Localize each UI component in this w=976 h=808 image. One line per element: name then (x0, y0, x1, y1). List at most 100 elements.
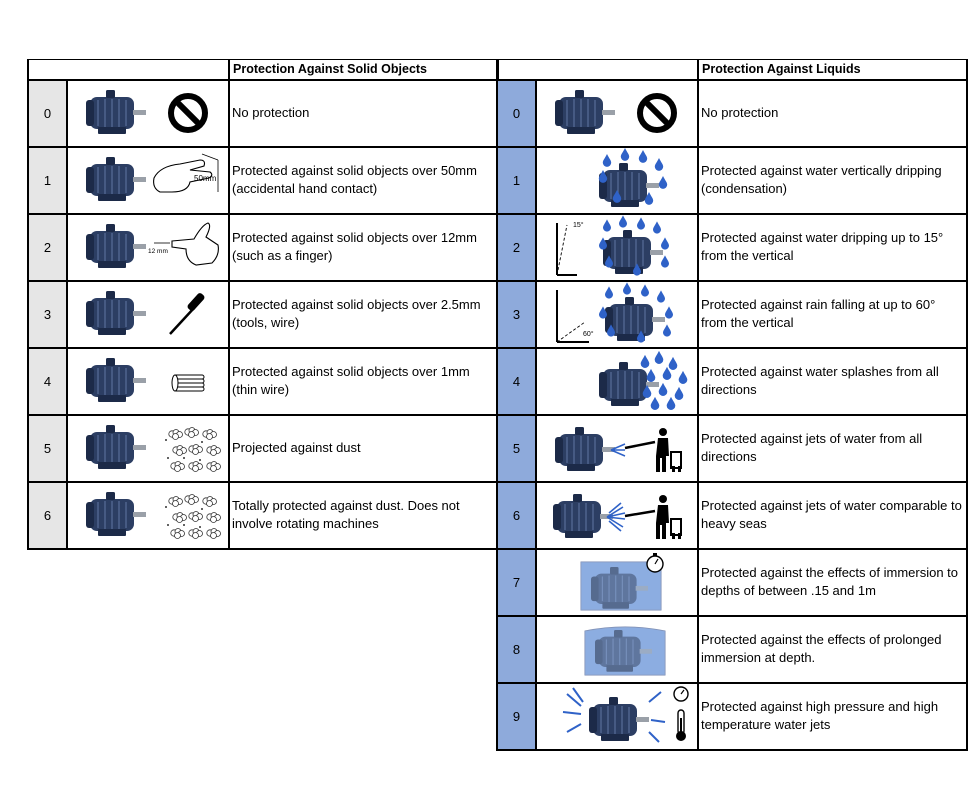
ip-code: 1 (27, 145, 68, 215)
ip-code: 0 (27, 78, 68, 148)
liquids-title: Protection Against Liquids (697, 59, 968, 81)
finger-icon: 12 mm (86, 222, 219, 268)
high-pressure-temp-icon (562, 686, 689, 743)
ip-description: No protection (697, 78, 968, 148)
solids-title: Protection Against Solid Objects (228, 59, 499, 81)
ip-description: Protected against rain falling at up to … (697, 279, 968, 349)
angle-60-rain-icon: 60° (556, 282, 673, 343)
powerful-jet-icon (553, 494, 682, 539)
ip-description: Protected against jets of water comparab… (697, 480, 968, 550)
no-entry-symbol (168, 93, 208, 133)
ip-illustration (535, 413, 699, 483)
ip-description: Protected against solid objects over 1mm… (228, 346, 499, 416)
ip-code: 5 (496, 413, 537, 483)
ip-code: 4 (496, 346, 537, 416)
gauge-shape (673, 686, 689, 702)
table-row: 6 Protected against jets of water compar… (496, 480, 968, 550)
table-row: 5 Protected against jets of water from a… (496, 413, 968, 483)
table-row: 2 12 mm Protected against solid objects … (27, 212, 499, 282)
ip-code: 6 (27, 480, 68, 550)
ip-description: Protected against the effects of immersi… (697, 547, 968, 617)
ip-illustration: 12 mm (66, 212, 230, 282)
thermometer-shape (676, 709, 686, 741)
ip-code: 2 (27, 212, 68, 282)
solids-header-spacer (27, 59, 230, 81)
immersion-icon (584, 626, 666, 676)
ip-description: Protected against water vertically dripp… (697, 145, 968, 215)
solids-table: Protection Against Solid Objects 0 No pr… (27, 59, 499, 550)
ip-description: No protection (228, 78, 499, 148)
ip-description: Protected against water splashes from al… (697, 346, 968, 416)
dust-icon (86, 425, 221, 472)
ip-code: 5 (27, 413, 68, 483)
ip-illustration (66, 480, 230, 550)
table-row: 8 Protected against the effects of prolo… (496, 614, 968, 684)
liquids-table: Protection Against Liquids 0 No protecti… (496, 59, 968, 751)
ip-illustration (66, 346, 230, 416)
table-row: 9 Protected against high pressure and hi… (496, 681, 968, 751)
ip-illustration: 15° (535, 212, 699, 282)
wire-bundle-shape (171, 374, 205, 392)
liquids-header-row: Protection Against Liquids (496, 59, 968, 81)
liquids-header-spacer (496, 59, 699, 81)
ip-code: 9 (496, 681, 537, 751)
dust-icon (86, 492, 221, 539)
ip-description: Protected against the effects of prolong… (697, 614, 968, 684)
ip-illustration (535, 547, 699, 617)
no-entry-symbol (637, 93, 677, 133)
table-row: 0 No protection (496, 78, 968, 148)
ip-illustration: 50mm (66, 145, 230, 215)
ip-code: 7 (496, 547, 537, 617)
table-row: 0 No protection (27, 78, 499, 148)
angle-60-label: 60° (583, 330, 594, 338)
angle-15-drops-icon: 15° (556, 215, 669, 276)
ip-illustration: 60° (535, 279, 699, 349)
ip-description: Protected against solid objects over 50m… (228, 145, 499, 215)
table-row: 1 Protected against water vertically dri… (496, 145, 968, 215)
hand-icon: 50mm (86, 153, 219, 201)
table-row: 6 Totally protected against dust. Does n… (27, 480, 499, 550)
ip-illustration (535, 346, 699, 416)
table-row: 3 60° Protected against rain falling at … (496, 279, 968, 349)
water-jet-icon (555, 427, 682, 472)
ip-description: Protected against solid objects over 2.5… (228, 279, 499, 349)
ip-illustration (66, 78, 230, 148)
ip-illustration (535, 681, 699, 751)
table-row: 4 Protected against water splashes from … (496, 346, 968, 416)
ip-code: 3 (27, 279, 68, 349)
immersion-timer-icon (580, 553, 664, 611)
ip-code: 1 (496, 145, 537, 215)
water-drops-icon (598, 148, 668, 207)
table-row: 4 Protected against solid objects over 1… (27, 346, 499, 416)
ip-code: 2 (496, 212, 537, 282)
ip-code: 4 (27, 346, 68, 416)
ip-illustration (535, 614, 699, 684)
ip-description: Protected against water dripping up to 1… (697, 212, 968, 282)
angle-15-label: 15° (573, 221, 584, 229)
wire-bundle-icon (86, 358, 205, 402)
ip-code: 0 (496, 78, 537, 148)
ip-code: 8 (496, 614, 537, 684)
ip-description: Totally protected against dust. Does not… (228, 480, 499, 550)
table-row: 7 Protected against the effects of immer… (496, 547, 968, 617)
table-row: 3 Protected against solid objects over 2… (27, 279, 499, 349)
splash-icon (599, 350, 688, 410)
ip-description: Protected against solid objects over 12m… (228, 212, 499, 282)
table-row: 5 Projected against dust (27, 413, 499, 483)
solids-header-row: Protection Against Solid Objects (27, 59, 499, 81)
table-row: 1 50mm Protected against solid objects ov… (27, 145, 499, 215)
screwdriver-icon (86, 291, 205, 335)
ip-illustration (535, 145, 699, 215)
ip-illustration (535, 78, 699, 148)
no-entry-icon (555, 90, 677, 134)
ip-code: 6 (496, 480, 537, 550)
ip-code: 3 (496, 279, 537, 349)
no-entry-icon (86, 90, 208, 134)
screwdriver-shape (169, 293, 205, 335)
ip-description: Projected against dust (228, 413, 499, 483)
hand-size-label: 50mm (194, 174, 217, 183)
finger-size-label: 12 mm (148, 248, 168, 255)
ip-illustration (66, 279, 230, 349)
ip-illustration (535, 480, 699, 550)
table-row: 2 15° Protected against water dripping u… (496, 212, 968, 282)
